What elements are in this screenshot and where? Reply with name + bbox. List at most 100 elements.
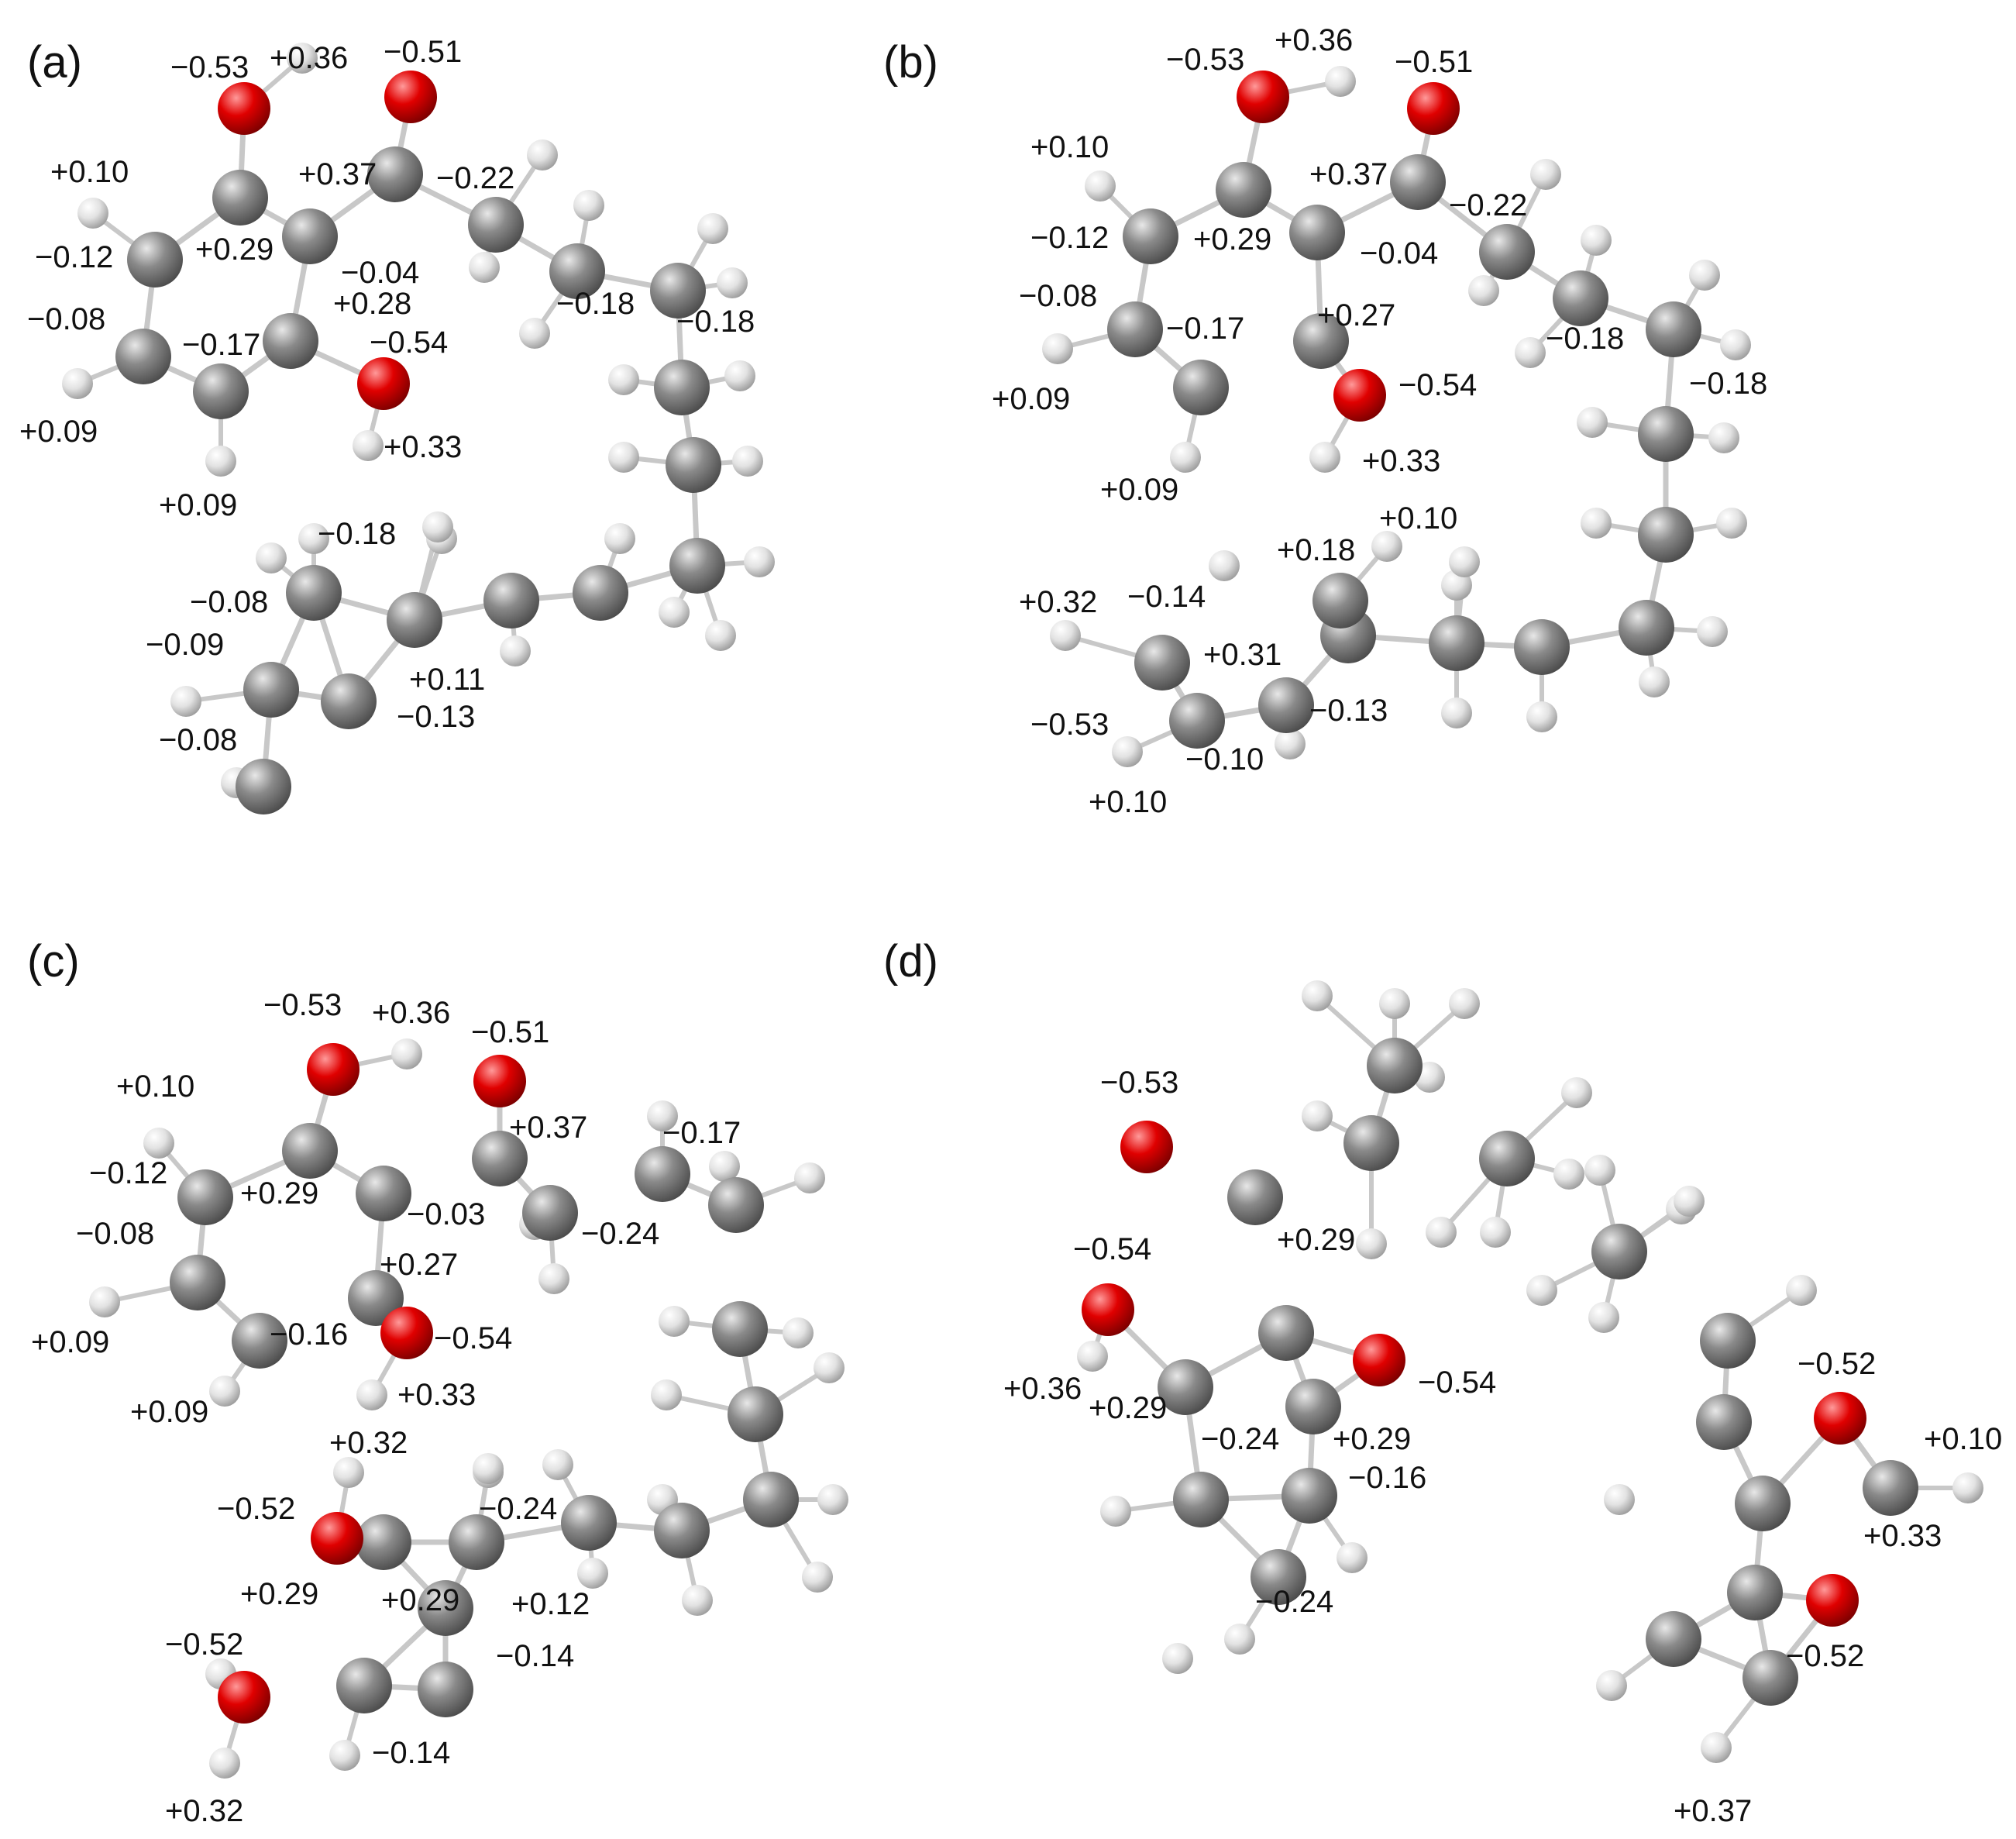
charge-label: −0.53	[1030, 708, 1109, 742]
charge-label: +0.18	[1277, 533, 1355, 567]
carbon-atom	[1646, 301, 1701, 357]
charge-label: +0.36	[372, 996, 450, 1030]
hydrogen-atom	[1577, 407, 1608, 438]
hydrogen-atom	[1100, 1496, 1131, 1527]
carbon-atom	[1479, 1131, 1535, 1186]
hydrogen-atom	[573, 190, 604, 221]
hydrogen-atom	[205, 446, 236, 477]
hydrogen-atom	[329, 1740, 360, 1771]
carbon-atom	[1619, 600, 1674, 656]
carbon-atom	[1367, 1038, 1423, 1093]
charge-label: +0.09	[1100, 473, 1178, 507]
carbon-atom	[1390, 154, 1446, 210]
carbon-atom	[367, 146, 423, 202]
hydrogen-atom	[1581, 508, 1612, 539]
hydrogen-atom	[608, 364, 639, 395]
hydrogen-atom	[1050, 620, 1081, 651]
carbon-atom	[712, 1301, 768, 1357]
panel-c-atoms	[89, 1038, 848, 1779]
carbon-atom	[666, 437, 721, 493]
oxygen-atom	[1333, 369, 1386, 422]
hydrogen-atom	[1584, 1155, 1615, 1186]
charge-label: +0.29	[1089, 1391, 1167, 1425]
carbon-atom	[356, 1166, 411, 1221]
carbon-atom	[561, 1495, 617, 1551]
carbon-atom	[1293, 313, 1349, 369]
hydrogen-atom	[1371, 531, 1402, 562]
hydrogen-atom	[1112, 736, 1143, 767]
hydrogen-atom	[542, 1449, 573, 1480]
carbon-atom	[1285, 1379, 1341, 1434]
charge-label: −0.14	[1127, 580, 1206, 614]
carbon-atom	[1312, 573, 1368, 628]
charge-label: +0.31	[1203, 638, 1282, 672]
hydrogen-atom	[783, 1317, 814, 1348]
charge-label: −0.17	[182, 328, 260, 362]
carbon-atom	[193, 363, 249, 419]
hydrogen-atom	[1674, 1186, 1705, 1217]
hydrogen-atom	[527, 139, 558, 170]
oxygen-atom	[384, 71, 437, 123]
charge-label: +0.29	[1333, 1422, 1411, 1456]
hydrogen-atom	[817, 1484, 848, 1515]
charge-label: −0.54	[1073, 1232, 1151, 1266]
charge-label: −0.52	[165, 1627, 243, 1662]
hydrogen-atom	[333, 1457, 364, 1488]
hydrogen-atom	[802, 1562, 833, 1593]
hydrogen-atom	[744, 546, 775, 577]
charge-label: −0.51	[471, 1015, 549, 1049]
carbon-atom	[418, 1662, 473, 1717]
charge-label: −0.08	[190, 585, 268, 619]
hydrogen-atom	[77, 198, 108, 229]
carbon-atom	[635, 1146, 690, 1202]
carbon-atom	[708, 1177, 764, 1233]
carbon-atom	[650, 263, 706, 319]
carbon-atom	[1727, 1565, 1783, 1620]
charge-label: −0.16	[270, 1317, 348, 1352]
carbon-atom	[1258, 677, 1314, 733]
carbon-atom	[1343, 1115, 1399, 1171]
hydrogen-atom	[659, 597, 690, 628]
carbon-atom	[212, 170, 268, 226]
charge-label: −0.54	[1398, 368, 1477, 402]
hydrogen-atom	[62, 368, 93, 399]
charge-label: −0.04	[1360, 236, 1438, 270]
hydrogen-atom	[604, 523, 635, 554]
charge-label: −0.10	[1185, 742, 1264, 777]
hydrogen-atom	[1209, 550, 1240, 581]
hydrogen-atom	[1526, 1275, 1557, 1306]
carbon-atom	[282, 208, 338, 264]
hydrogen-atom	[1441, 697, 1472, 728]
hydrogen-atom	[473, 1453, 504, 1484]
charge-label: +0.09	[31, 1325, 109, 1359]
charge-label: −0.51	[384, 35, 462, 69]
carbon-atom	[743, 1472, 799, 1527]
carbon-atom	[449, 1514, 504, 1570]
carbon-atom	[1479, 224, 1535, 280]
panel-label: (b)	[883, 37, 938, 88]
charge-label: −0.18	[556, 287, 635, 321]
hydrogen-atom	[1588, 1302, 1619, 1333]
hydrogen-atom	[1553, 1159, 1584, 1190]
charge-label: −0.53	[1100, 1066, 1178, 1100]
charge-label: −0.09	[146, 628, 224, 662]
charge-label: +0.36	[270, 41, 348, 75]
charge-label: −0.12	[89, 1156, 167, 1190]
charge-label: −0.17	[662, 1116, 741, 1150]
carbon-atom	[1107, 301, 1163, 357]
charge-label: −0.14	[496, 1639, 574, 1673]
oxygen-atom	[380, 1307, 433, 1359]
oxygen-atom	[357, 357, 410, 410]
carbon-atom	[170, 1255, 225, 1310]
charge-label: +0.33	[384, 430, 462, 464]
panel-d-labels: (d)−0.53+0.29−0.54−0.52−0.54+0.36+0.29−0…	[883, 936, 2002, 1828]
charge-label: −0.24	[581, 1217, 659, 1251]
charge-label: −0.08	[27, 302, 105, 336]
hydrogen-atom	[717, 267, 748, 298]
carbon-atom	[1591, 1224, 1647, 1279]
charge-label: +0.37	[509, 1111, 587, 1145]
carbon-atom	[468, 197, 524, 253]
hydrogen-atom	[577, 1558, 608, 1589]
charge-label: −0.18	[1546, 322, 1624, 356]
hydrogen-atom	[709, 1151, 740, 1182]
